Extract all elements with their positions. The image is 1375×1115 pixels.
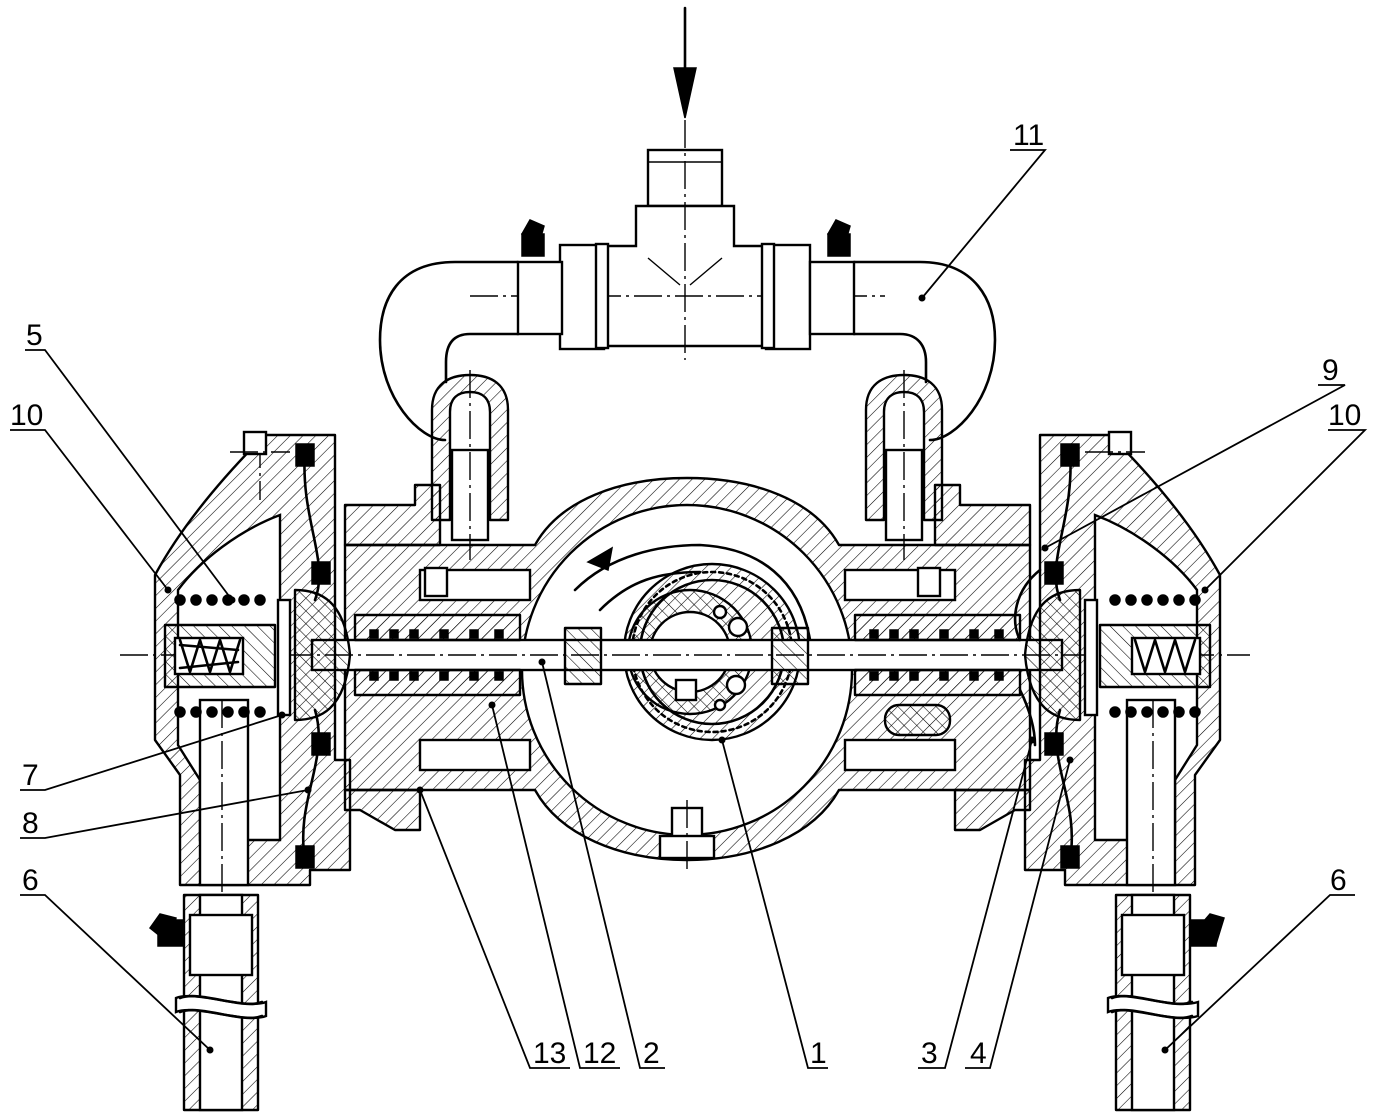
- callout-2: 2: [643, 1037, 660, 1070]
- callout-10-right: 10: [1328, 399, 1361, 432]
- inlet-arrow: [673, 6, 697, 119]
- callout-labels: 11 5 10 9 10 7 8 6 6 13 12 2 1 3 4: [10, 119, 1361, 1070]
- manifold-hose-left: [378, 219, 610, 442]
- valve-block-left: [343, 483, 449, 832]
- callout-13: 13: [533, 1037, 566, 1070]
- outlet-hose-right: [1106, 893, 1225, 1112]
- callout-6-right: 6: [1330, 864, 1347, 897]
- shaft-seals-right: [853, 613, 1022, 697]
- callout-9: 9: [1322, 354, 1339, 387]
- leader-lines: [10, 149, 1368, 1069]
- port-fitting-left: [430, 370, 510, 560]
- callout-3: 3: [921, 1037, 938, 1070]
- shaft-seals-left: [353, 613, 522, 697]
- outlet-hose-left: [148, 893, 268, 1112]
- drain-plug: [658, 800, 716, 870]
- callout-12: 12: [583, 1037, 616, 1070]
- callout-1: 1: [810, 1037, 827, 1070]
- callout-6-left: 6: [22, 864, 39, 897]
- callout-8: 8: [22, 807, 39, 840]
- callout-10-left: 10: [10, 399, 43, 432]
- callout-5: 5: [26, 319, 43, 352]
- manifold-hose-right: [760, 219, 997, 442]
- right-chamber: [1013, 430, 1222, 1110]
- callout-11: 11: [1013, 119, 1044, 152]
- inlet-tee: [470, 120, 885, 360]
- callout-4: 4: [970, 1037, 987, 1070]
- left-chamber: [153, 430, 352, 1110]
- callout-7: 7: [22, 759, 39, 792]
- port-fitting-right: [864, 370, 944, 560]
